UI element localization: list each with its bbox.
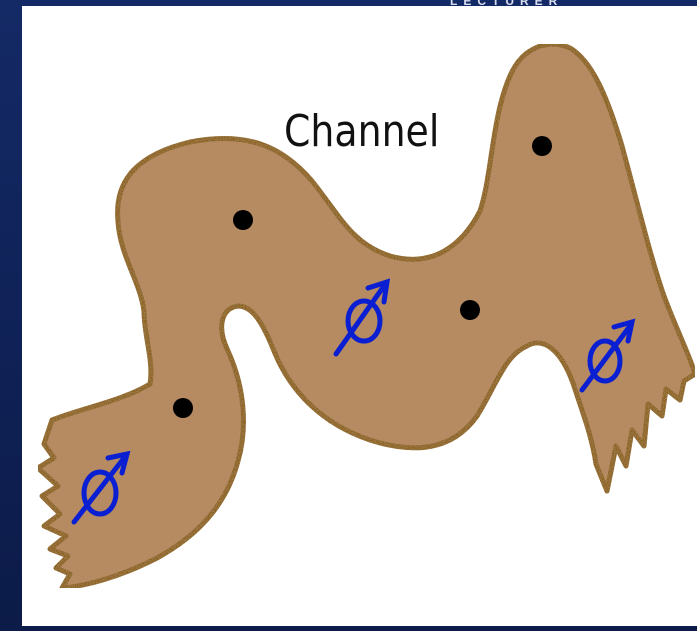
channel-label: Channel	[284, 106, 439, 157]
diagram-panel: Channel	[22, 6, 697, 626]
channel-diagram	[22, 6, 697, 626]
particle-dot	[233, 210, 253, 230]
particle-dot	[460, 300, 480, 320]
particle-dot	[532, 136, 552, 156]
particle-dot	[173, 398, 193, 418]
